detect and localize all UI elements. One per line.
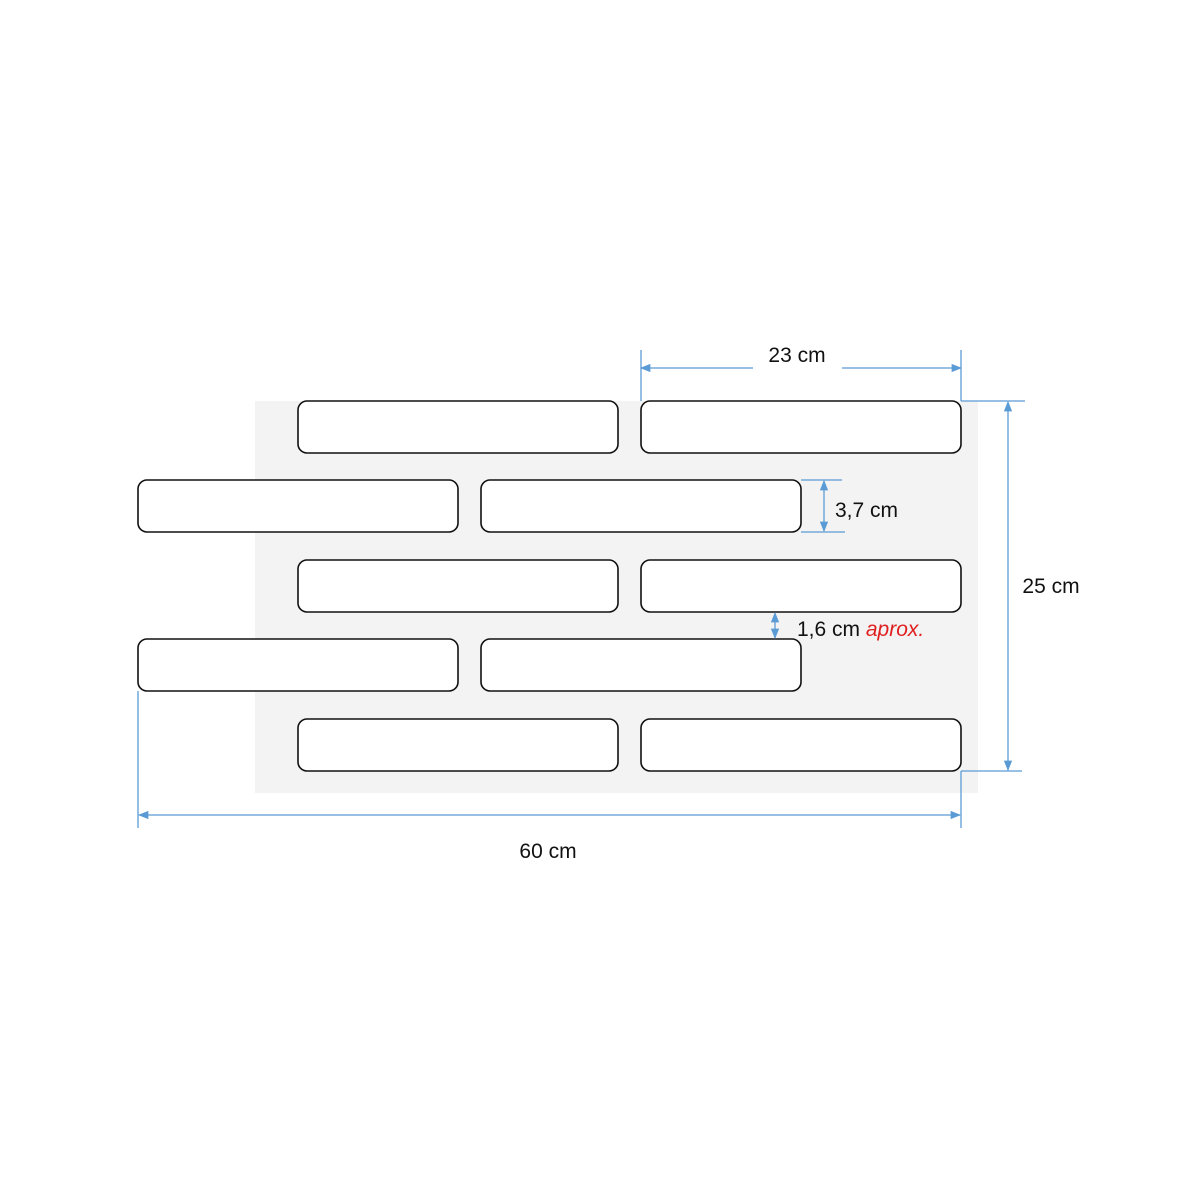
- panel-height-label: 25 cm: [1022, 575, 1079, 598]
- brick-height-label: 3,7 cm: [835, 499, 898, 522]
- brick: [480, 638, 802, 692]
- brick: [480, 479, 802, 533]
- dimension-brick-height: 3,7 cm: [801, 479, 898, 533]
- dimension-panel-width: 60 cm: [137, 691, 962, 863]
- dimension-panel-height: 25 cm: [961, 400, 1080, 772]
- brick-length-label: 23 cm: [768, 344, 825, 367]
- brick: [137, 638, 459, 692]
- brick: [297, 559, 619, 613]
- brick: [297, 718, 619, 772]
- brick: [640, 559, 962, 613]
- brick: [640, 718, 962, 772]
- brick: [297, 400, 619, 454]
- joint-note: aprox.: [866, 618, 924, 641]
- dimension-brick-length: 23 cm: [639, 344, 963, 401]
- joint-value: 1,6 cm: [797, 618, 860, 641]
- joint-label: 1,6 cm aprox.: [797, 618, 924, 641]
- dimension-joint: 1,6 cm aprox.: [770, 611, 924, 641]
- bricks: [137, 400, 962, 772]
- panel-width-label: 60 cm: [519, 840, 576, 863]
- brick: [640, 400, 962, 454]
- brick: [137, 479, 459, 533]
